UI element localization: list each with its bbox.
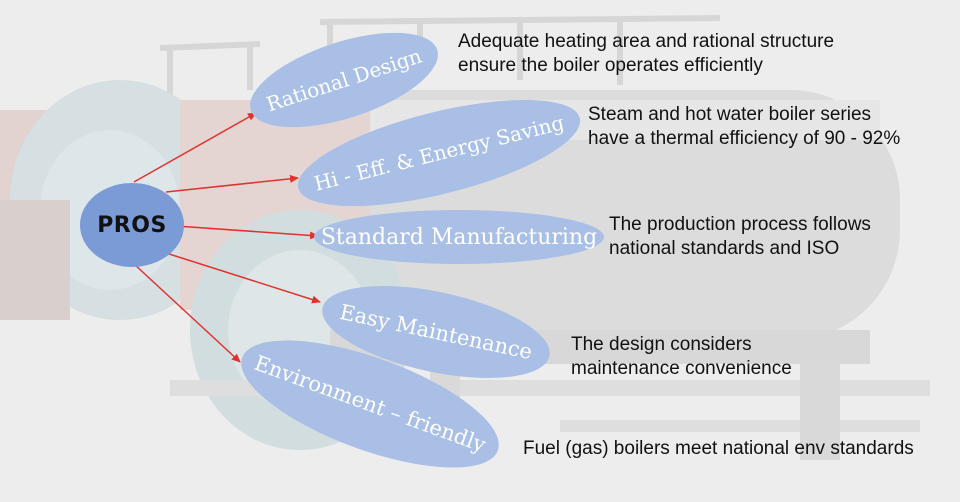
hub-label: PROS [97, 213, 167, 238]
desc-easy-maintenance: The design considers maintenance conveni… [571, 333, 792, 381]
arrow-easy-maintenance [166, 253, 320, 302]
desc-environment-friendly: Fuel (gas) boilers meet national env sta… [523, 437, 914, 461]
desc-energy-saving: Steam and hot water boiler series have a… [588, 103, 900, 151]
pros-hub: PROS [80, 183, 184, 267]
desc-standard-manufacturing: The production process follows national … [609, 213, 871, 261]
feature-label: Standard Manufacturing [321, 225, 597, 250]
feature-standard-manufacturing: Standard Manufacturing [314, 210, 604, 264]
arrow-energy-saving [166, 178, 298, 192]
arrow-environment-friendly [134, 264, 240, 362]
arrow-rational-design [134, 113, 256, 182]
arrow-standard-manufacturing [176, 226, 318, 236]
desc-rational-design: Adequate heating area and rational struc… [458, 30, 834, 78]
